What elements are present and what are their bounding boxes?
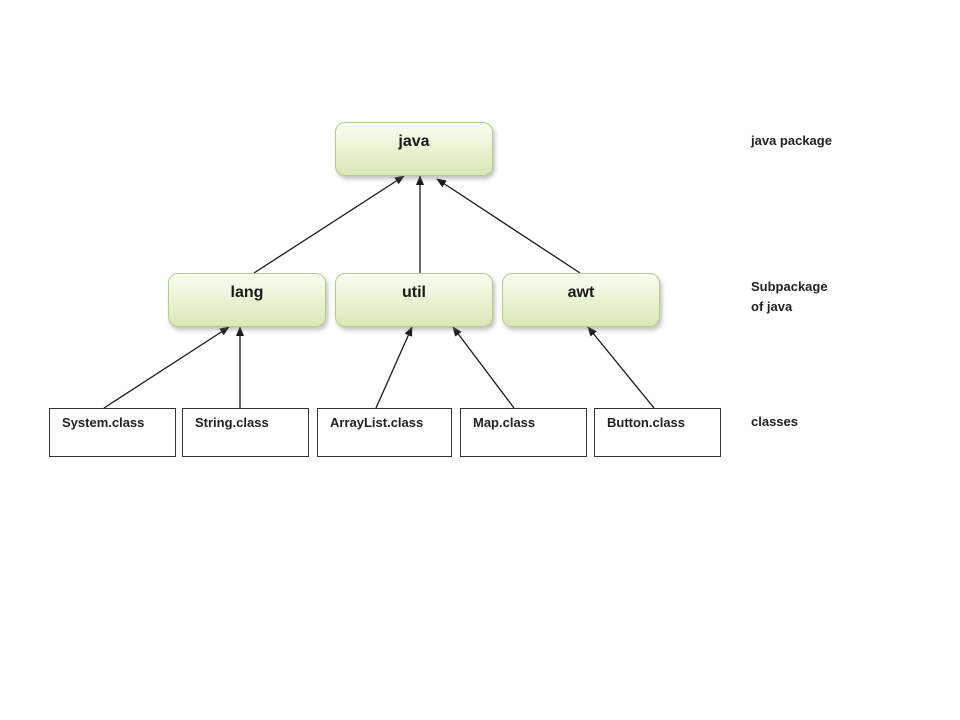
class-map: Map.class — [460, 408, 587, 457]
label-java-package: java package — [751, 133, 832, 148]
edge-button-to-awt — [587, 326, 655, 409]
label-subpackage-line1: Subpackage — [751, 279, 828, 294]
edge-awt-to-java — [436, 178, 581, 274]
class-system: System.class — [49, 408, 176, 457]
package-java: java — [335, 122, 493, 176]
label-classes: classes — [751, 414, 798, 429]
package-util: util — [335, 273, 493, 327]
label-subpackage-line2: of java — [751, 299, 793, 314]
class-arraylist: ArrayList.class — [317, 408, 452, 457]
edge-system-to-lang — [103, 326, 230, 409]
edge-lang-to-java — [253, 175, 405, 274]
package-lang: lang — [168, 273, 326, 327]
class-button: Button.class — [594, 408, 721, 457]
class-string: String.class — [182, 408, 309, 457]
edge-arraylist-to-util — [375, 326, 413, 409]
edge-map-to-util — [452, 326, 515, 409]
package-awt: awt — [502, 273, 660, 327]
